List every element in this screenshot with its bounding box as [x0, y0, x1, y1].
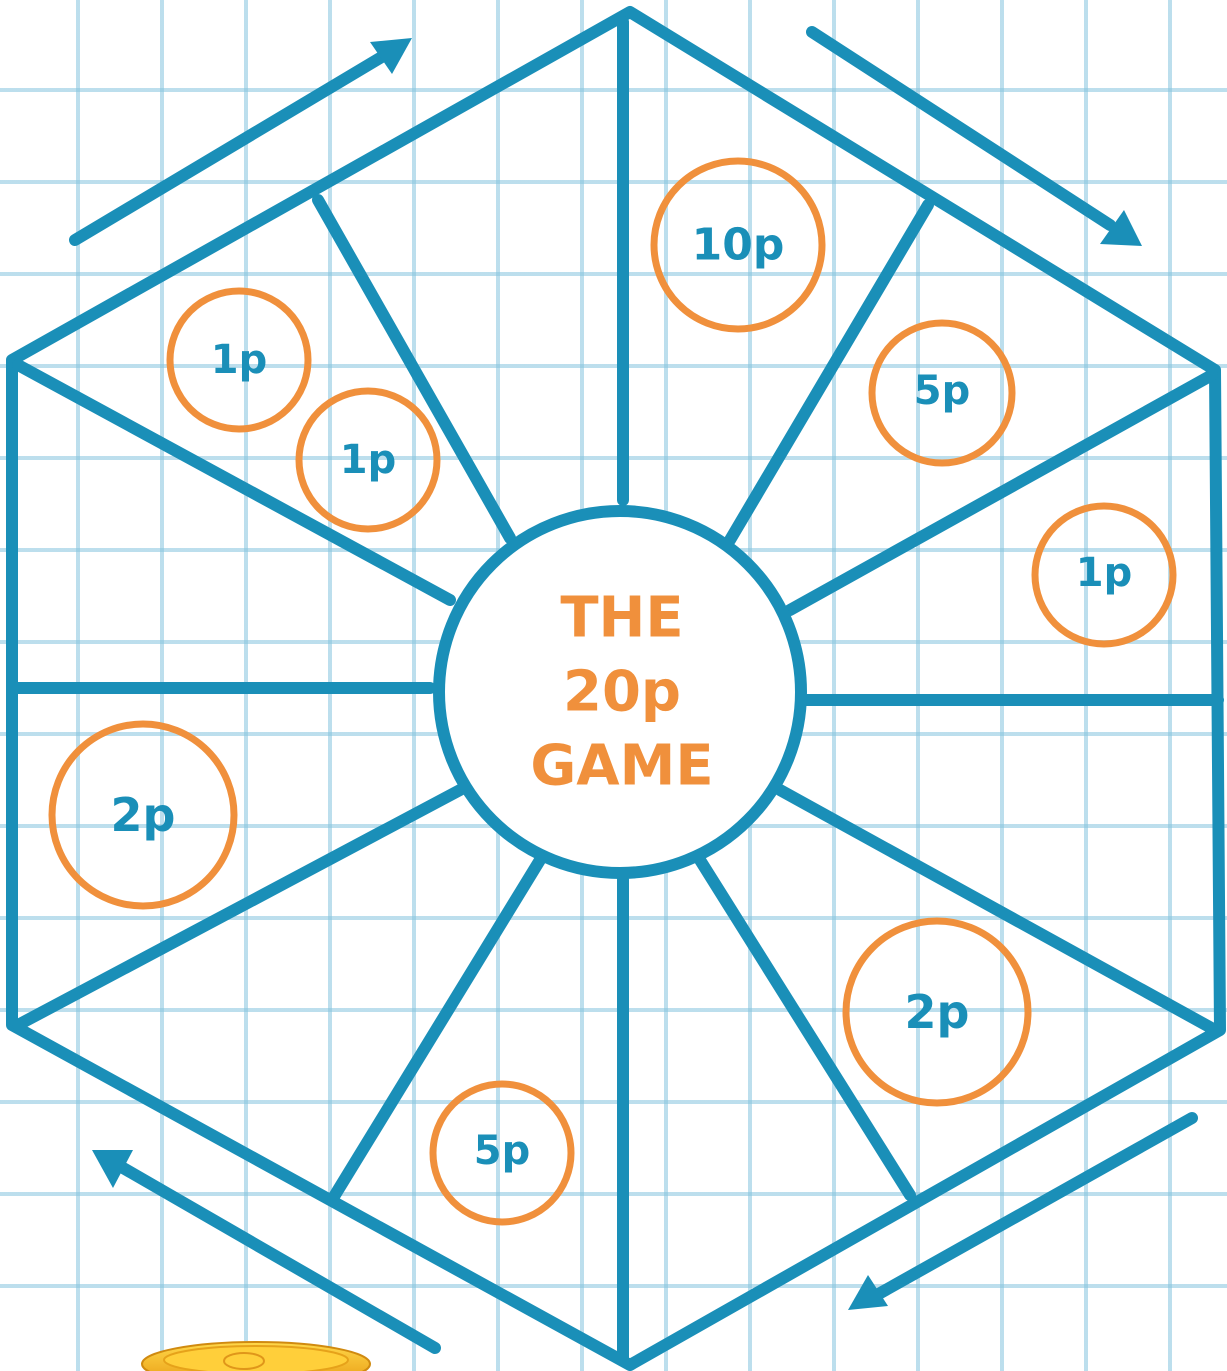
arrow-down-right-icon — [812, 32, 1142, 246]
coin-label: 5p — [474, 1128, 530, 1174]
coin-label: 1p — [340, 437, 396, 483]
coin-label: 2p — [111, 788, 176, 842]
board-spoke — [18, 790, 460, 1025]
arrow-up-right-icon — [75, 38, 412, 240]
title-line-2: 20p — [563, 660, 681, 725]
coin-label: 10p — [692, 220, 785, 271]
title-line-3: GAME — [530, 734, 713, 799]
arrow-up-left-icon — [92, 1150, 435, 1348]
euro-coin-icon — [142, 1342, 370, 1371]
coin-label: 5p — [914, 368, 970, 414]
coin-label: 1p — [211, 337, 267, 383]
board-spoke — [790, 375, 1212, 610]
coin-label: 2p — [905, 985, 970, 1039]
coin-label: 1p — [1076, 550, 1132, 596]
title-line-1: THE — [560, 586, 683, 651]
board-spoke — [318, 200, 510, 538]
board-spoke — [700, 860, 910, 1195]
